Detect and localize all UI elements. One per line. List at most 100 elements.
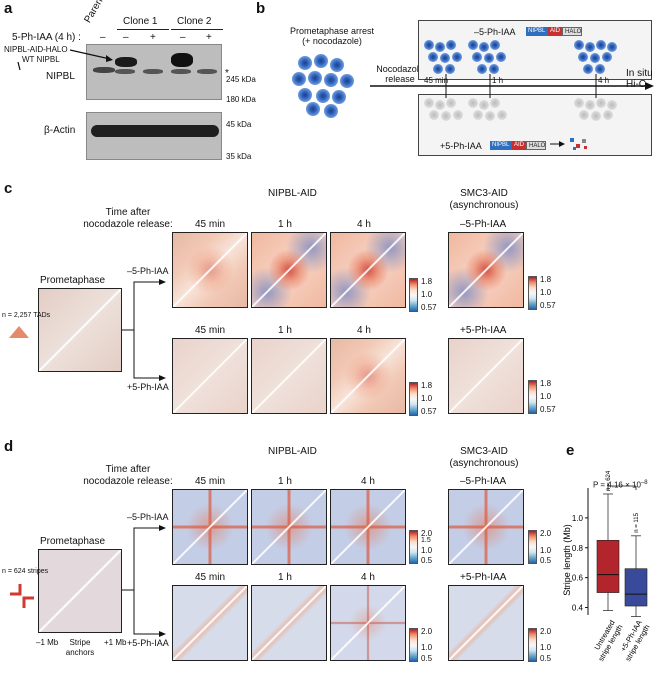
d-axis-right: +1 Mb — [104, 638, 127, 647]
d-axis-left: –1 Mb — [36, 638, 59, 647]
e-ylabel: Stripe length (Mb) — [562, 524, 572, 596]
c-cb3-max: 1.8 — [421, 381, 433, 390]
c-branch-arrows — [122, 279, 166, 381]
d-minus-row-label: –5-Ph-IAA — [127, 512, 169, 522]
arrested-cells — [292, 54, 362, 118]
panel-e-label: e — [566, 442, 575, 459]
d-prometaphase-label: Prometaphase — [40, 536, 106, 547]
e-ytick-label-3: 0.4 — [572, 604, 584, 613]
minus-cells-1h — [468, 40, 508, 76]
lane4-sign: – — [180, 32, 186, 43]
treatment-label: 5-Ph-IAA (4 h) : — [12, 32, 81, 43]
e-y-axis: 1.00.80.60.4 — [572, 488, 589, 615]
c-cb4-min: 0.57 — [540, 405, 556, 414]
c-prometaphase-label: Prometaphase — [40, 275, 106, 286]
e-pvalue-exp: –8 — [640, 480, 648, 486]
c-cb4-mid: 1.0 — [540, 392, 552, 401]
d-time-4h-b: 4 h — [361, 572, 375, 583]
tag-halo-minus: HALO — [562, 27, 582, 36]
e-n-0: n = 624 — [606, 470, 612, 491]
heatmap-c-smc3-minus — [448, 232, 524, 308]
tag-nipbl-minus: NIPBL — [526, 27, 548, 36]
e-ytick-label-0: 1.0 — [572, 514, 584, 523]
d-colorbar-1 — [409, 530, 418, 564]
actin-blot — [86, 112, 222, 160]
panel-c-label: c — [4, 180, 13, 197]
d-cb3-v3: 0.5 — [421, 654, 433, 663]
c-colorbar-2 — [528, 276, 537, 310]
e-boxplot: Stripe length (Mb) 1.00.80.60.4 n = 624n… — [562, 470, 652, 663]
d-colorbar-4 — [528, 628, 537, 662]
lane-clone1: Clone 1 — [123, 16, 158, 27]
d-smc3-minus: –5-Ph-IAA — [460, 476, 507, 487]
tag-aid-minus: AID — [548, 27, 562, 36]
tag-nipbl-plus: NIPBL — [490, 141, 512, 150]
e-ytick-label-2: 0.6 — [572, 574, 584, 583]
marker-245: 245 kDa — [226, 75, 256, 84]
band-arrows — [17, 49, 113, 71]
d-cb2-v3: 0.5 — [540, 556, 552, 565]
marker-45: 45 kDa — [226, 120, 252, 129]
d-cb4-v2: 1.0 — [540, 643, 552, 652]
d-colorbar-2 — [528, 530, 537, 564]
heatmap-d-minus-1h — [251, 489, 327, 565]
e-n-1: n = 115 — [634, 512, 640, 532]
e-box-1 — [624, 568, 648, 607]
c-n-label: n = 2,257 TADs — [2, 312, 51, 319]
arrest-label: Prometaphase arrest (+ nocodazole) — [289, 26, 375, 46]
heatmap-c-plus-45 — [172, 338, 248, 414]
d-cb1-v1: 1.5 — [421, 537, 431, 544]
d-group2: SMC3-AID (asynchronous) — [449, 446, 519, 469]
heatmap-d-prometaphase — [38, 549, 122, 633]
heatmap-c-minus-1h — [251, 232, 327, 308]
d-colorbar-3 — [409, 628, 418, 662]
panel-b-label: b — [256, 0, 266, 17]
heatmap-d-minus-45 — [172, 489, 248, 565]
c-time-1h-b: 1 h — [278, 325, 292, 336]
plus-cells-45 — [424, 98, 464, 128]
heatmap-c-plus-4h — [330, 338, 406, 414]
c-time-4h: 4 h — [357, 219, 371, 230]
e-boxes: n = 624 n = 115 — [596, 470, 648, 617]
panel-d-label: d — [4, 438, 14, 455]
d-cb1-v3: 0.5 — [421, 556, 433, 565]
heatmap-d-plus-45 — [172, 585, 248, 661]
heatmap-d-smc3-plus — [448, 585, 524, 661]
c-cb1-min: 0.57 — [421, 303, 437, 312]
nipbl-blot — [86, 44, 222, 100]
c-group2: SMC3-AID (asynchronous) — [449, 188, 519, 211]
hic-label: In situ Hi-C — [626, 68, 653, 90]
c-time-4h-b: 4 h — [357, 325, 371, 336]
c-smc3-plus: +5-Ph-IAA — [460, 325, 507, 336]
timeline-arrow — [370, 74, 654, 98]
c-colorbar-4 — [528, 380, 537, 414]
plus-cells-4h — [574, 98, 618, 128]
band-label-nipbl: NIPBL — [46, 71, 75, 82]
marker-180: 180 kDa — [226, 95, 256, 104]
lane1-sign: – — [100, 32, 106, 43]
heatmap-c-minus-4h — [330, 232, 406, 308]
heatmap-c-prometaphase — [38, 288, 122, 372]
time-4h-b: 4 h — [598, 76, 610, 85]
c-minus-row-label: –5-Ph-IAA — [127, 266, 169, 276]
marker-35: 35 kDa — [226, 152, 252, 161]
heatmap-d-plus-1h — [251, 585, 327, 661]
c-cb3-mid: 1.0 — [421, 394, 433, 403]
d-branch-arrows — [122, 525, 166, 637]
heatmap-c-minus-45 — [172, 232, 248, 308]
c-time-45-b: 45 min — [195, 325, 226, 336]
band-label-nipbl-aid-halo: NIPBL-AID-HALO — [4, 45, 68, 54]
c-cb4-max: 1.8 — [540, 379, 552, 388]
heatmap-d-plus-4h — [330, 585, 406, 661]
d-time-header: Time after nocodazole release: — [83, 464, 173, 487]
tag-halo-plus: HALO — [526, 141, 546, 150]
d-plus-row-label: +5-Ph-IAA — [127, 638, 169, 648]
c-colorbar-3 — [409, 382, 418, 416]
tag-aid-plus: AID — [512, 141, 526, 150]
c-cb1-mid: 1.0 — [421, 290, 433, 299]
time-45min-b: 45 min — [424, 76, 449, 85]
band-label-wt-nipbl: WT NIPBL — [22, 55, 60, 64]
d-axis-mid: Stripe anchors — [65, 638, 95, 657]
c-group1: NIPBL-AID — [268, 188, 317, 199]
heatmap-d-minus-4h — [330, 489, 406, 565]
